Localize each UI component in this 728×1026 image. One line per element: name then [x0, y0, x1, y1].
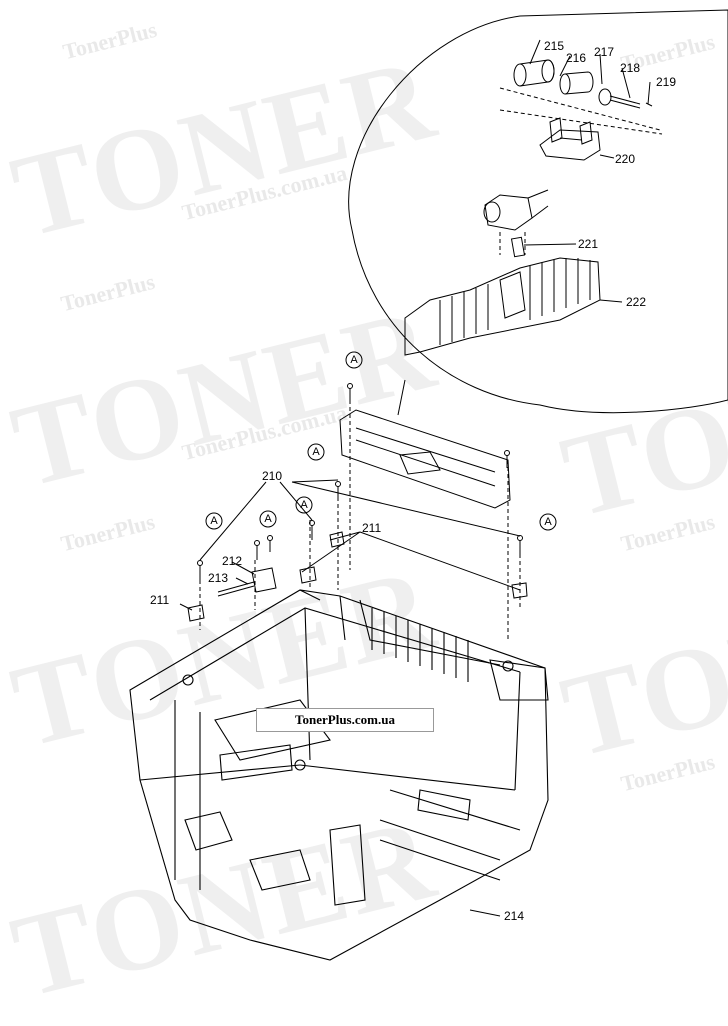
pickup-holder-part [483, 189, 549, 231]
screw-ref-label: A [544, 516, 552, 528]
callout-210: 210 [262, 469, 282, 483]
screw-ref-label: A [264, 513, 272, 525]
callout-219: 219 [656, 75, 676, 89]
callout-220: 220 [615, 152, 635, 166]
paper-guide-part [404, 257, 601, 356]
callout-217: 217 [594, 45, 614, 59]
callout-212: 212 [222, 554, 242, 568]
roller-bracket-part [539, 117, 601, 161]
detail-magnifier-circle [348, 9, 728, 414]
callout-214: 214 [504, 909, 524, 923]
screw-part [197, 383, 523, 582]
callout-215: 215 [544, 39, 564, 53]
foot-part [187, 531, 528, 622]
site-watermark-tag: TonerPlus.com.ua [256, 708, 434, 732]
screw-ref-markers [205, 351, 557, 531]
magnifier-pointer [397, 379, 406, 416]
callout-211-left: 211 [150, 593, 169, 607]
screw-ref-label: A [312, 446, 320, 458]
callout-218: 218 [620, 61, 640, 75]
callout-221: 221 [578, 237, 598, 251]
roller-assembly-part [513, 59, 653, 109]
screw-ref-label: A [350, 354, 358, 366]
upper-guide-part [339, 409, 511, 509]
callout-213: 213 [208, 571, 228, 585]
callout-222: 222 [626, 295, 646, 309]
parts-diagram: TonerPlus TonerPlus TonerPlus TonerPlus … [0, 9, 728, 1023]
spring-part [510, 236, 526, 258]
screw-ref-letters: A A A A A A [210, 354, 552, 528]
exploded-view-drawing: A A A A A A 210 211 211 212 213 214 215 … [129, 9, 728, 961]
callout-216: 216 [566, 51, 586, 65]
callout-211: 211 [362, 521, 381, 535]
screw-ref-label: A [300, 499, 308, 511]
callout-labels: 210 211 211 212 213 214 215 216 217 218 … [150, 39, 676, 923]
screw-ref-label: A [210, 515, 218, 527]
main-frame-part [129, 589, 549, 961]
